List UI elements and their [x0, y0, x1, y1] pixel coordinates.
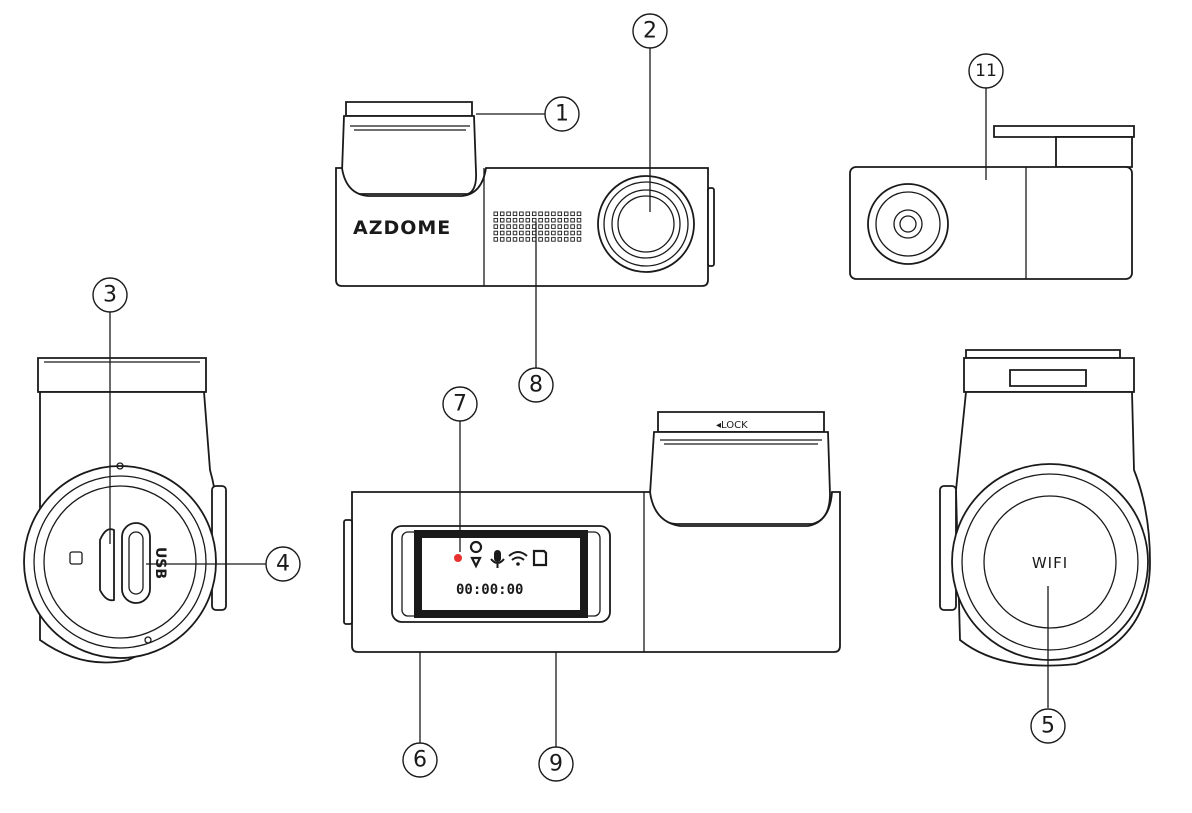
svg-text:7: 7 [453, 392, 467, 417]
front-view: AZDOME [335, 101, 715, 287]
leader-lines [109, 47, 1049, 748]
svg-text:2: 2 [643, 19, 657, 44]
callout-5: 5 [1030, 708, 1066, 744]
svg-text:1: 1 [555, 102, 569, 127]
callout-7: 7 [442, 386, 478, 422]
wifi-label: WIFI [1032, 554, 1068, 572]
rear-view: ◂LOCK 00:00:00 [343, 411, 841, 653]
display-screen [414, 530, 588, 618]
callout-4: 4 [265, 546, 301, 582]
sd-status-icon [532, 549, 548, 567]
svg-text:3: 3 [103, 283, 117, 308]
lock-label: ◂LOCK [716, 420, 748, 431]
svg-text:6: 6 [413, 748, 427, 773]
svg-text:11: 11 [975, 61, 997, 81]
callout-2: 2 [632, 13, 668, 49]
rear-camera-view [849, 125, 1135, 280]
wifi-signal-icon [508, 551, 528, 566]
gps-pin-icon [469, 540, 483, 569]
svg-text:9: 9 [549, 752, 563, 777]
callout-1: 1 [544, 96, 580, 132]
callout-11: 11 [968, 53, 1004, 89]
usb-label: USB [152, 547, 168, 579]
microphone-icon [494, 550, 501, 562]
record-dot-icon [454, 554, 462, 562]
callout-8: 8 [518, 367, 554, 403]
callout-9: 9 [538, 746, 574, 782]
callout-3: 3 [92, 277, 128, 313]
svg-text:5: 5 [1041, 714, 1055, 739]
speaker-grille [493, 211, 582, 242]
brand-logo: AZDOME [353, 217, 451, 239]
screen-timer: 00:00:00 [456, 582, 523, 598]
svg-text:8: 8 [529, 373, 543, 398]
right-side-view: WIFI [939, 349, 1151, 667]
callout-6: 6 [402, 742, 438, 778]
sd-card-icon [69, 551, 83, 565]
svg-text:4: 4 [276, 552, 290, 577]
left-side-view: USB [23, 357, 227, 664]
